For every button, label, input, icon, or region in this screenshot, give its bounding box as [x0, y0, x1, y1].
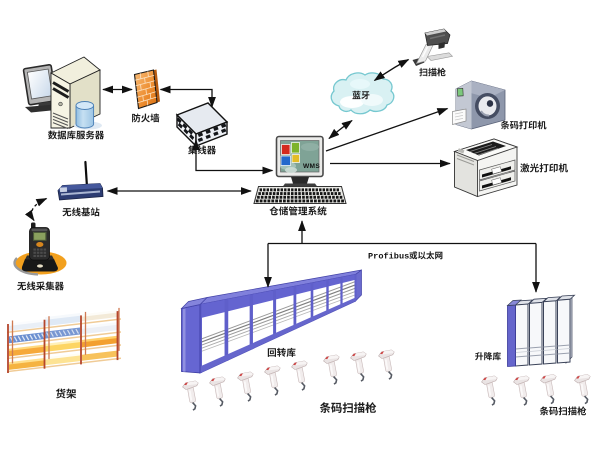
- svg-text:WMS: WMS: [303, 163, 320, 170]
- svg-text:Profibus: Profibus: [368, 252, 409, 262]
